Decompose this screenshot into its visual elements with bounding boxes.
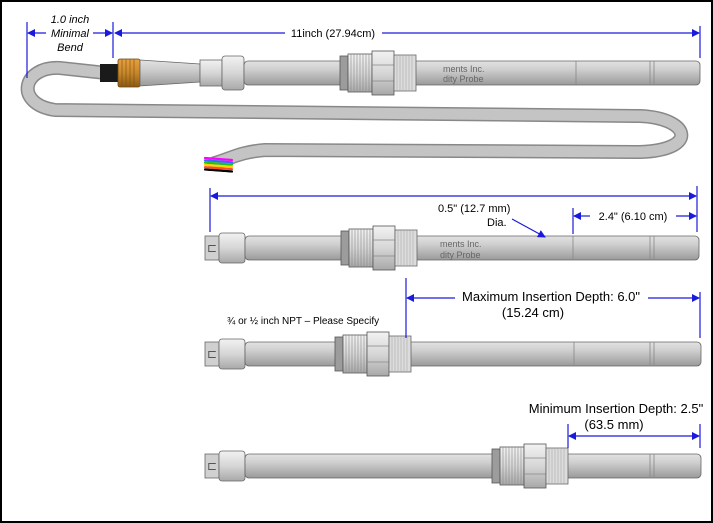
- wire: [203, 159, 234, 164]
- svg-text:⊏: ⊏: [207, 459, 217, 473]
- tip-length-label: 2.4" (6.10 cm): [599, 211, 668, 223]
- bend-label-3: Bend: [57, 42, 84, 54]
- npt-label: ¾ or ½ inch NPT – Please Specify: [227, 316, 379, 327]
- diameter-label-2: Dia.: [487, 217, 507, 229]
- svg-text:⊏: ⊏: [207, 347, 217, 361]
- min-depth-label-1: Minimum Insertion Depth: 2.5": [529, 401, 704, 416]
- max-depth-label-2: (15.24 cm): [502, 305, 564, 320]
- wire: [203, 166, 234, 171]
- probe-3: ⊏: [204, 331, 702, 377]
- tip-length-dimension: 2.4" (6.10 cm): [572, 208, 697, 234]
- wire: [203, 163, 234, 168]
- probe-with-cable: ments Inc. dity Probe: [20, 50, 701, 175]
- diameter-label-1: 0.5" (12.7 mm): [438, 203, 510, 215]
- bend-label-1: 1.0 inch: [51, 14, 90, 26]
- cable-jacket: [100, 64, 120, 82]
- max-depth-dimension: Maximum Insertion Depth: 6.0" (15.24 cm): [405, 278, 701, 338]
- probe-body: [244, 453, 702, 479]
- wire: [203, 170, 234, 175]
- bend-dimension: 1.0 inch Minimal Bend: [26, 14, 114, 78]
- probe-label-line2: dity Probe: [443, 74, 484, 84]
- min-depth-dimension: Minimum Insertion Depth: 2.5" (63.5 mm): [529, 401, 704, 448]
- wire-bundle: [203, 156, 234, 175]
- bend-label-2: Minimal: [51, 28, 89, 40]
- connector-cuff: [117, 58, 141, 88]
- probe-label-line2: dity Probe: [440, 250, 481, 260]
- max-depth-label-1: Maximum Insertion Depth: 6.0": [462, 289, 640, 304]
- probe-4: ⊏: [204, 443, 702, 489]
- wire: [203, 161, 234, 166]
- probe-label-line1: ments Inc.: [440, 239, 482, 249]
- probe-2: ⊏ ments Inc. dity Probe: [204, 225, 700, 271]
- probe-body: [244, 341, 702, 367]
- length-dimension: 11inch (27.94cm): [114, 26, 701, 58]
- diameter-callout: 0.5" (12.7 mm) Dia.: [438, 203, 546, 238]
- svg-text:⊏: ⊏: [207, 241, 217, 255]
- wire: [203, 168, 234, 173]
- length-label: 11inch (27.94cm): [291, 28, 375, 40]
- strain-relief: [139, 59, 201, 87]
- min-depth-label-2: (63.5 mm): [584, 417, 643, 432]
- overall-dimension: [209, 186, 698, 232]
- probe-label-line1: ments Inc.: [443, 64, 485, 74]
- wire: [203, 156, 234, 162]
